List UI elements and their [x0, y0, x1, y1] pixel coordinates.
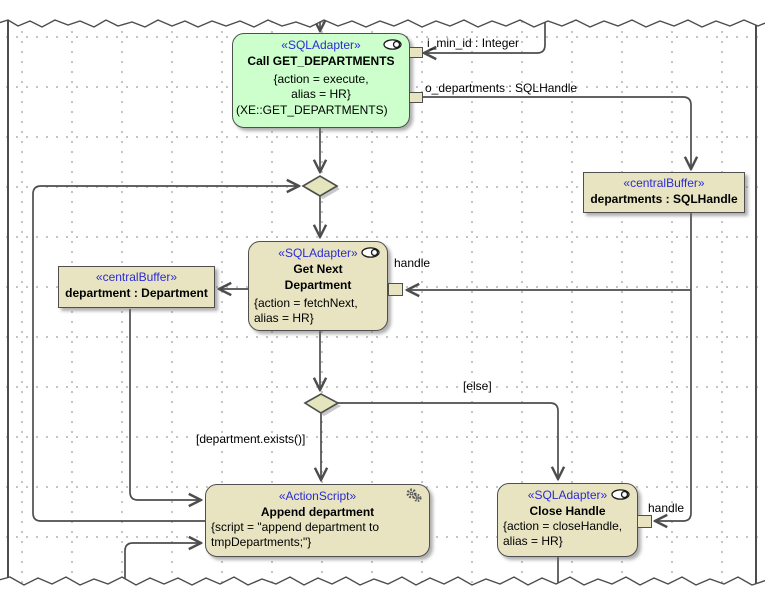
guard-label-department-exists[interactable]: [department.exists()] [196, 432, 306, 446]
torn-edge-bottom [0, 576, 765, 600]
node-property: {action = closeHandle, [503, 519, 623, 533]
node-name: department : Department [65, 286, 208, 300]
guard-label-else[interactable]: [else] [463, 379, 492, 393]
pin-o-departments[interactable] [409, 92, 423, 103]
node-name: Get Next [293, 262, 343, 276]
node-name: departments : SQLHandle [590, 192, 738, 206]
stereotype-label: «SQLAdapter» [527, 488, 608, 502]
pin-label-handle-get-next[interactable]: handle [394, 256, 431, 270]
action-call-get-departments[interactable]: «SQLAdapter» Call GET_DEPARTMENTS {actio… [232, 33, 410, 128]
merge-node-diamond[interactable] [301, 175, 339, 197]
action-append-department[interactable]: «ActionScript» Append department {script… [205, 484, 430, 557]
stereotype-label: «centralBuffer» [623, 176, 705, 190]
stereotype-label: «centralBuffer» [95, 270, 178, 284]
edge-else-to-closehandle[interactable] [338, 402, 558, 479]
stereotype-label: «SQLAdapter» [281, 38, 361, 52]
pin-label-handle-close[interactable]: handle [648, 501, 685, 515]
node-property: {action = execute, [273, 72, 369, 86]
sql-adapter-icon [383, 39, 403, 54]
node-property: {script = "append department to [211, 520, 380, 534]
torn-edge-top [0, 0, 765, 28]
node-name: Append department [260, 505, 375, 519]
edge-department-buffer-to-append[interactable] [129, 309, 201, 500]
pin-handle-get-next[interactable] [388, 283, 403, 296]
pin-i-min-id[interactable] [409, 47, 423, 58]
pin-label-o-departments[interactable]: o_departments : SQLHandle [425, 81, 578, 95]
centralbuffer-department[interactable]: «centralBuffer» department : Department [58, 266, 215, 308]
action-close-handle[interactable]: «SQLAdapter» Close Handle {action = clos… [497, 483, 638, 557]
sql-adapter-icon [361, 247, 381, 262]
stereotype-label: «ActionScript» [278, 489, 357, 503]
node-property: tmpDepartments;"} [211, 535, 312, 549]
sql-adapter-icon [611, 489, 631, 504]
stereotype-label: «SQLAdapter» [278, 246, 358, 260]
pin-handle-close[interactable] [637, 515, 652, 528]
pin-label-i-min-id[interactable]: i_min_id : Integer [427, 36, 520, 50]
node-property: alias = HR} [291, 87, 351, 101]
edge-bottom-into-append[interactable] [124, 543, 201, 592]
node-property: alias = HR} [254, 311, 314, 325]
edge-append-loop-to-merge[interactable] [32, 186, 299, 522]
gears-icon [404, 488, 423, 507]
action-get-next-department[interactable]: «SQLAdapter» Get Next Department {action… [248, 241, 388, 331]
centralbuffer-departments[interactable]: «centralBuffer» departments : SQLHandle [583, 172, 745, 213]
node-name: Department [284, 278, 352, 292]
node-property: alias = HR} [503, 534, 563, 548]
node-behavior-ref: (XE::GET_DEPARTMENTS) [236, 103, 388, 117]
node-name: Call GET_DEPARTMENTS [247, 54, 395, 68]
node-name: Close Handle [529, 504, 606, 518]
decision-node-diamond[interactable] [303, 393, 340, 414]
edge-i-min-id[interactable] [424, 14, 546, 53]
edge-departments-to-closehandle-pin[interactable] [655, 212, 692, 521]
edge-o-departments[interactable] [419, 96, 691, 169]
node-property: {action = fetchNext, [254, 296, 358, 310]
